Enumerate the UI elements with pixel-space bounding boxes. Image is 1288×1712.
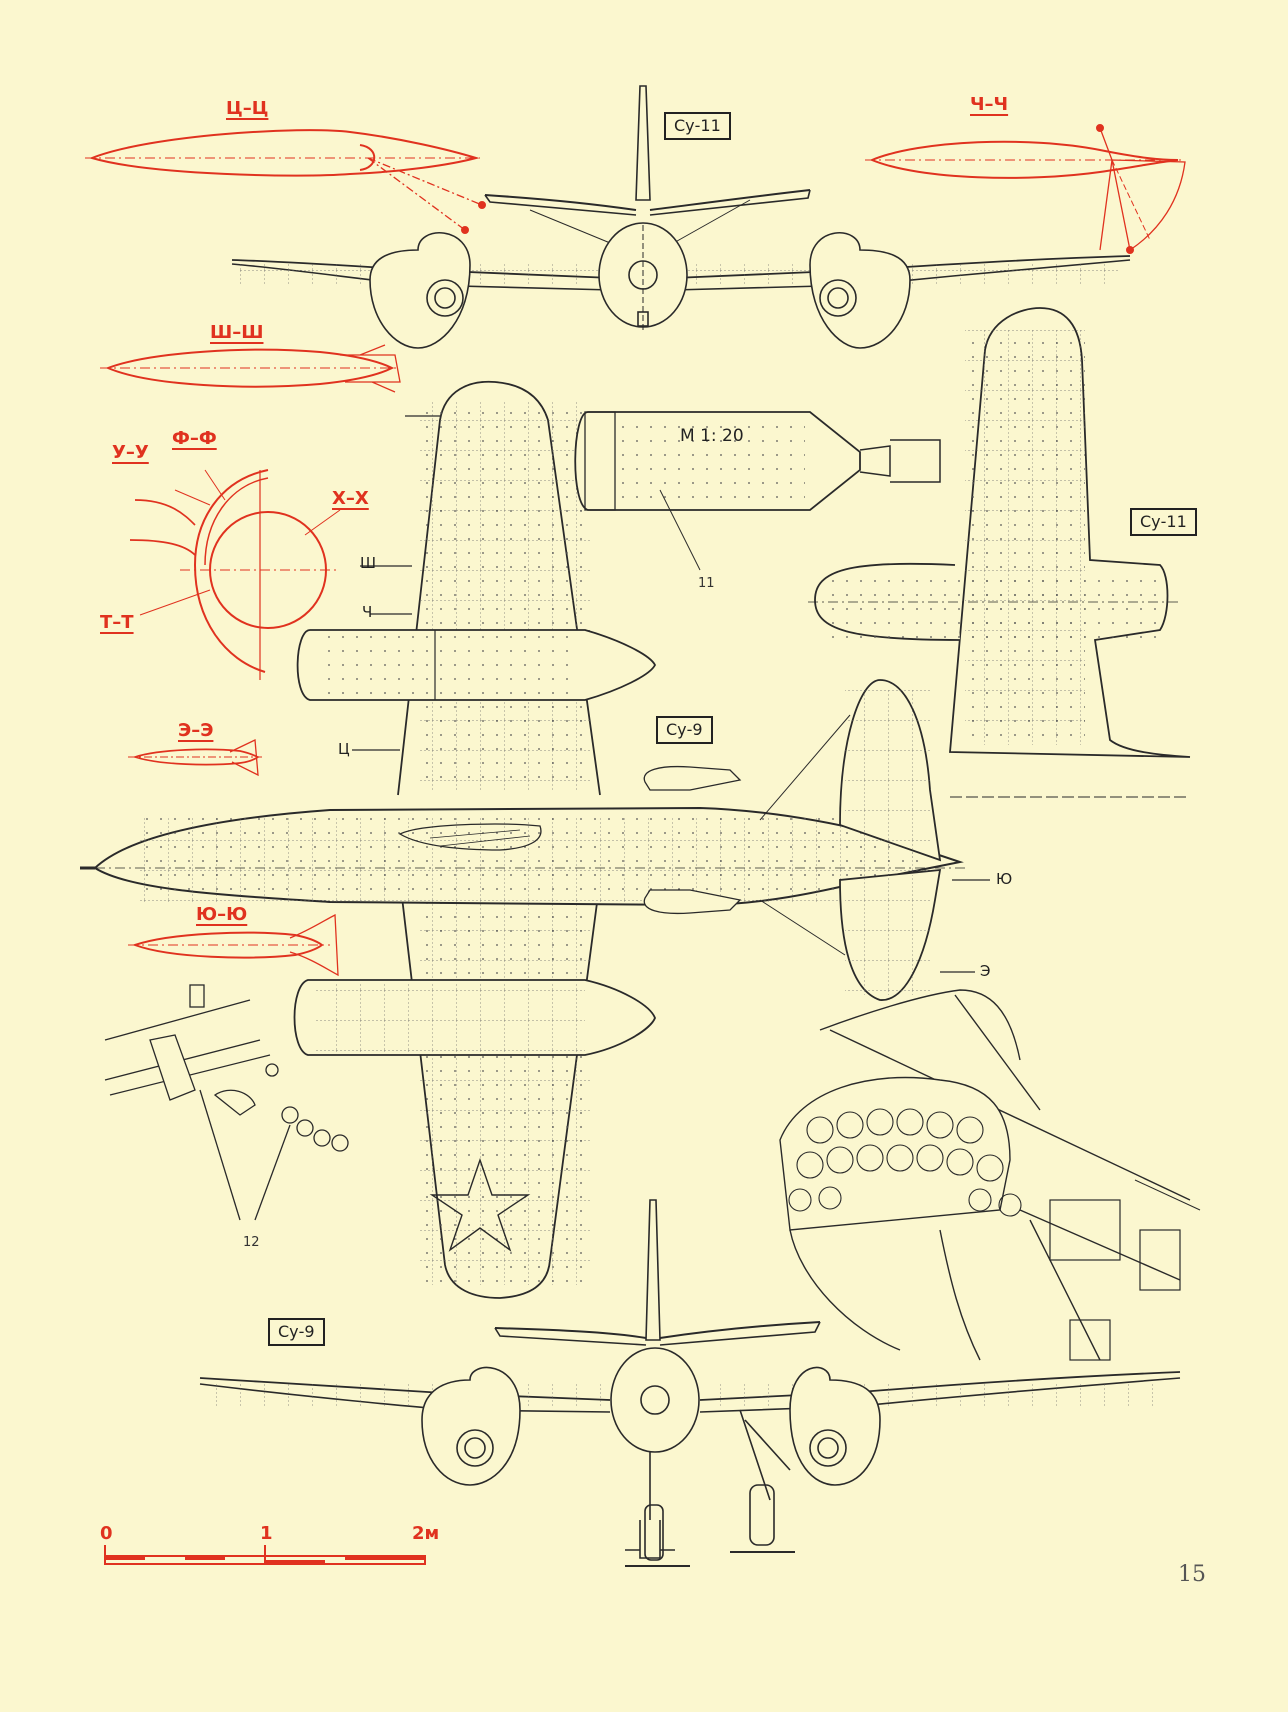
su9-plan-view: [80, 380, 1190, 1299]
marker-ch: Ч: [362, 603, 373, 621]
section-profiles: [85, 124, 1186, 977]
su11-front-title: Су-11: [664, 112, 731, 140]
section-label-uu: У–У: [112, 442, 149, 463]
bracket-detail: [104, 984, 349, 1221]
part-11-label: 11: [698, 576, 715, 591]
section-label-yu: Ю–Ю: [196, 904, 248, 925]
profile-ee: [128, 739, 262, 777]
marker-sh: Ш: [360, 554, 377, 572]
scale-bar: [104, 1545, 426, 1565]
marker-yu: Ю: [996, 870, 1013, 888]
scale-label-one: 1: [260, 1523, 273, 1544]
section-label-ee: Э–Э: [178, 720, 214, 741]
section-label-ts: Ц–Ц: [226, 98, 269, 119]
profile-fairing: [129, 469, 341, 680]
marker-ts: Ц: [338, 740, 350, 758]
section-label-sh: Ш–Ш: [210, 322, 264, 343]
su11-front-view: [231, 85, 1131, 349]
su11-tail-view: [808, 307, 1191, 758]
part-12-label: 12: [243, 1235, 260, 1250]
engine-detail: [574, 411, 941, 571]
section-label-hh: Х–Х: [332, 488, 369, 509]
section-label-ff: Ф–Ф: [172, 428, 217, 449]
page-number: 15: [1178, 1562, 1206, 1587]
su9-front-title: Су-9: [268, 1318, 325, 1346]
profile-ts: [85, 129, 486, 234]
section-label-ch: Ч–Ч: [970, 94, 1009, 115]
section-label-tt: Т–Т: [100, 612, 134, 633]
profile-sh: [100, 344, 401, 393]
su9-front-view: [199, 1199, 1181, 1567]
su11-tail-title: Су-11: [1130, 508, 1197, 536]
scale-label-zero: 0: [100, 1523, 113, 1544]
profile-yu: [128, 913, 339, 977]
marker-e: Э: [980, 962, 991, 980]
scale-label-two: 2м: [412, 1523, 440, 1544]
cockpit-detail: [779, 989, 1201, 1361]
su9-plan-title: Су-9: [656, 716, 713, 744]
scale-ratio-label: М 1: 20: [680, 426, 744, 446]
profile-ch: [865, 124, 1186, 254]
